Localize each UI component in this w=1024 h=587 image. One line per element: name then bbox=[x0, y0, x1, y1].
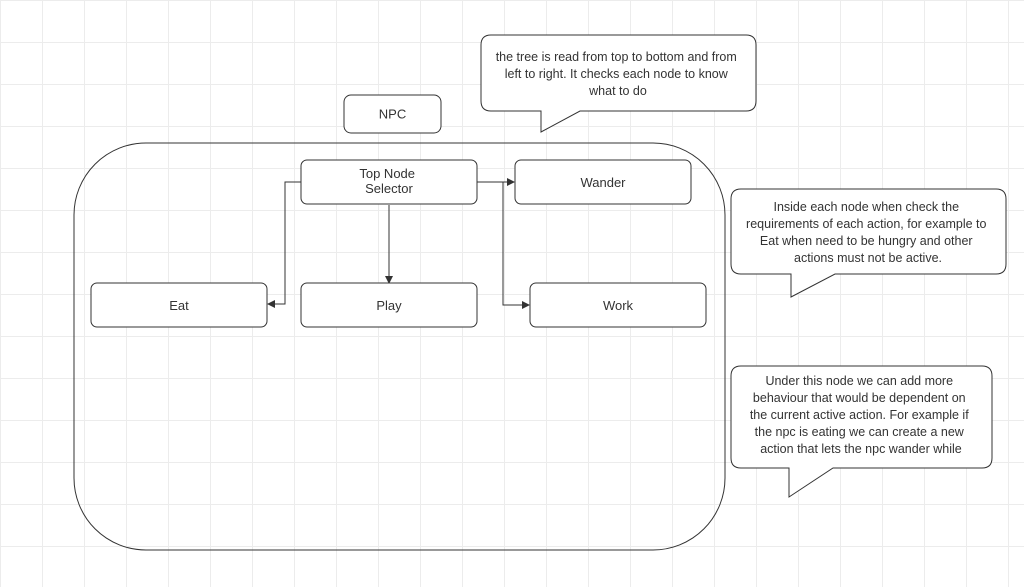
note-3-line-4: the npc is eating we can create a new bbox=[755, 425, 965, 439]
node-eat-label: Eat bbox=[169, 298, 189, 313]
note-2-line-2: requirements of each action, for example… bbox=[746, 217, 986, 231]
note-1-line-2: left to right. It checks each node to kn… bbox=[505, 67, 729, 81]
node-top-line-2: Selector bbox=[365, 181, 413, 196]
svg-text:Inside each node when check th: Inside each node when check the requirem… bbox=[746, 200, 990, 265]
note-2-line-4: actions must not be active. bbox=[794, 251, 942, 265]
note-3-line-1: Under this node we can add more bbox=[765, 374, 953, 388]
npc-label: NPC bbox=[379, 107, 406, 122]
connectors bbox=[267, 178, 530, 309]
note-bubble-requirements[interactable]: Inside each node when check the requirem… bbox=[730, 188, 1007, 298]
node-top-selector[interactable]: Top Node Selector bbox=[300, 159, 478, 205]
node-work-label: Work bbox=[603, 298, 634, 313]
edge-top-to-work bbox=[477, 181, 530, 309]
node-wander[interactable]: Wander bbox=[514, 159, 692, 205]
note-1-line-3: what to do bbox=[588, 84, 647, 98]
note-2-line-3: Eat when need to be hungry and other bbox=[760, 234, 973, 248]
node-play-label: Play bbox=[376, 298, 402, 313]
node-top-line-1: Top Node bbox=[359, 166, 415, 181]
edge-top-to-eat bbox=[267, 181, 301, 308]
node-work[interactable]: Work bbox=[529, 282, 707, 328]
npc-container[interactable] bbox=[73, 142, 726, 551]
node-eat[interactable]: Eat bbox=[90, 282, 268, 328]
note-bubble-sub-behaviour[interactable]: Under this node we can add more behaviou… bbox=[730, 365, 993, 498]
note-3-line-2: behaviour that would be dependent on bbox=[753, 391, 966, 405]
node-play[interactable]: Play bbox=[300, 282, 478, 328]
note-1-line-1: the tree is read from top to bottom and … bbox=[496, 50, 737, 64]
note-bubble-reading-order[interactable]: the tree is read from top to bottom and … bbox=[480, 34, 757, 133]
svg-text:Top Node Selector: Top Node Selector bbox=[359, 166, 418, 196]
note-3-line-3: the current active action. For example i… bbox=[750, 408, 969, 422]
note-2-line-1: Inside each node when check the bbox=[773, 200, 959, 214]
svg-text:the tree is read from top to b: the tree is read from top to bottom and … bbox=[496, 50, 741, 98]
svg-text:Under this node we can add mor: Under this node we can add more behaviou… bbox=[750, 374, 972, 456]
note-3-line-5: action that lets the npc wander while bbox=[760, 442, 962, 456]
node-wander-label: Wander bbox=[580, 175, 626, 190]
npc-label-box[interactable]: NPC bbox=[343, 94, 442, 134]
